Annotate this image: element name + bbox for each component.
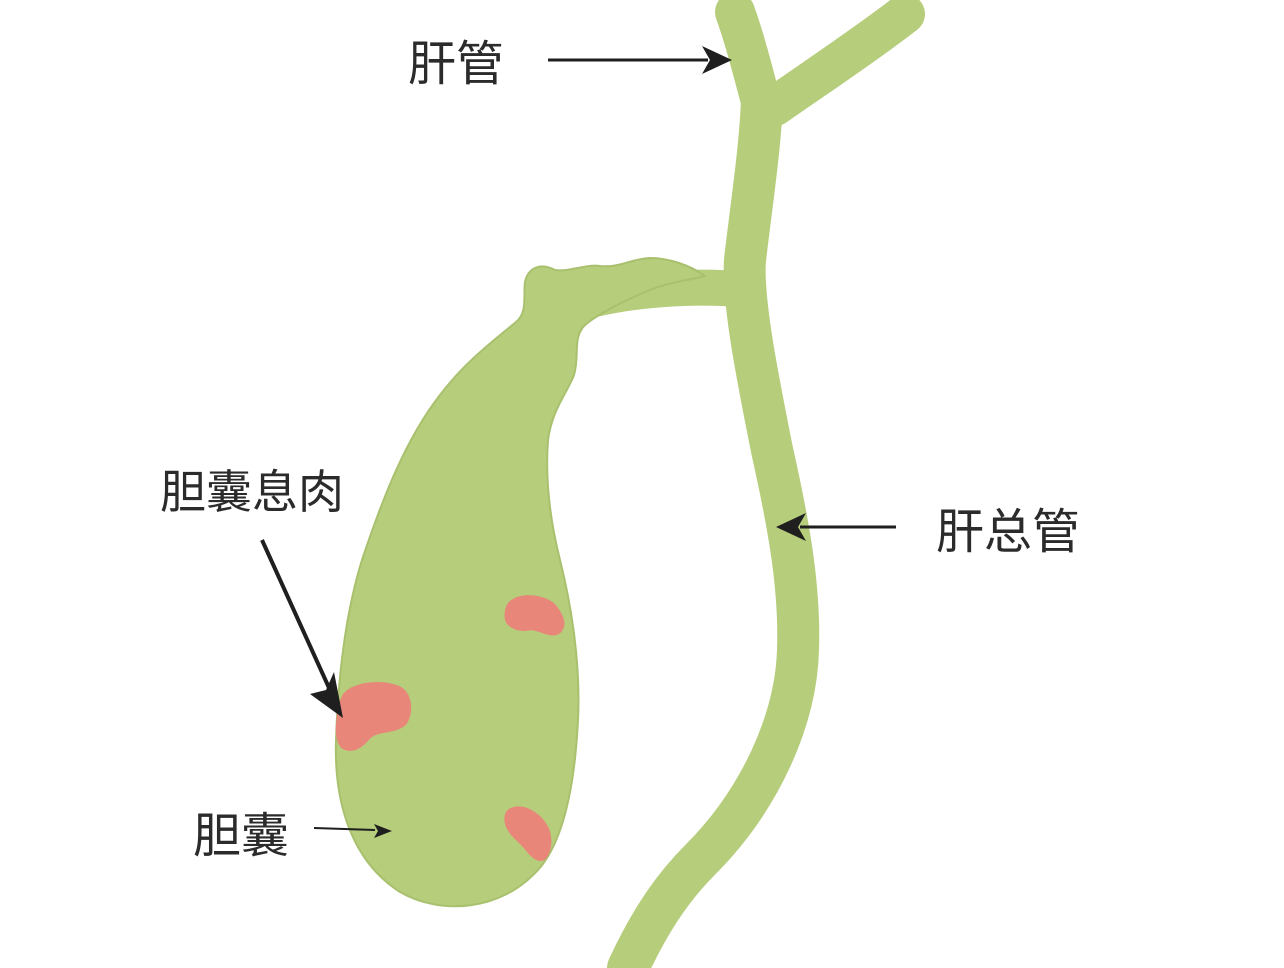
pointer-common-hepatic-duct	[776, 513, 896, 541]
polyp-upper	[504, 595, 565, 636]
arrowhead-icon	[776, 513, 806, 541]
polyp-lower	[504, 806, 552, 861]
label-gallbladder-polyp: 胆囊息肉	[160, 465, 344, 519]
gallbladder-body	[334, 257, 706, 908]
hepatic-duct-right-branch	[755, 0, 925, 126]
arrowhead-icon	[702, 46, 732, 74]
pointer-gallbladder-polyp	[260, 539, 343, 718]
polyps	[335, 595, 565, 861]
bile-duct-system	[572, 0, 925, 968]
arrowhead-icon	[374, 824, 392, 838]
label-hepatic-duct: 肝管	[408, 36, 504, 92]
pointer-hepatic-duct	[548, 46, 732, 74]
pointer-gallbladder	[313, 824, 392, 838]
common-hepatic-duct	[607, 79, 820, 968]
label-gallbladder: 胆囊	[193, 808, 289, 864]
label-common-hepatic-duct: 肝总管	[936, 504, 1080, 560]
arrowhead-icon	[310, 672, 343, 718]
